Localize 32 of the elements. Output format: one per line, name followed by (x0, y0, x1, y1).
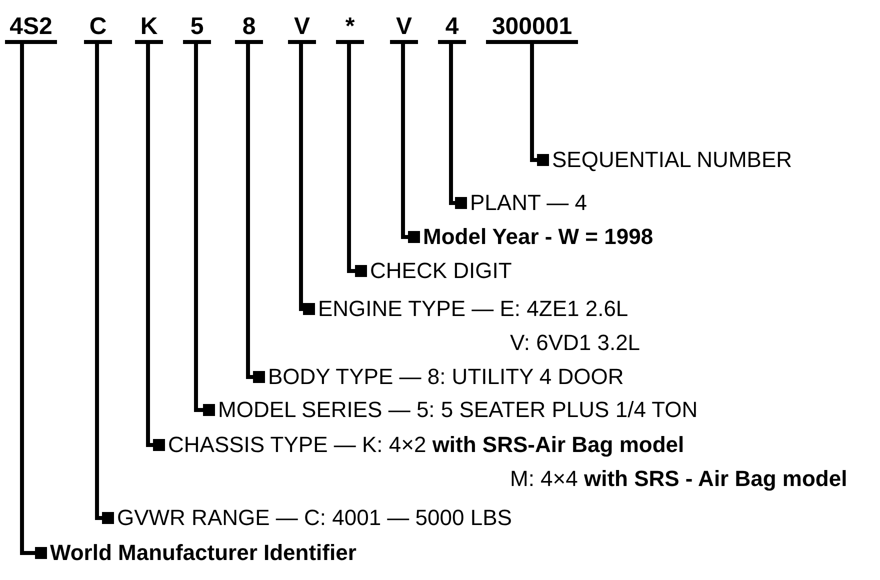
vin-character: C (84, 14, 112, 44)
description-text: World Manufacturer Identifier (50, 539, 356, 567)
description-text: GVWR RANGE — C: 4001 — 5000 LBS (117, 504, 512, 532)
description-text: CHASSIS TYPE — K: 4×2 with SRS-Air Bag model (168, 431, 684, 459)
leader-line (95, 44, 114, 524)
vin-character: 5 (183, 14, 211, 44)
leader-line (299, 44, 315, 315)
leader-line (20, 44, 47, 559)
vin-character: V (288, 14, 316, 44)
description-text: Model Year - W = 1998 (423, 223, 654, 251)
leader-line (401, 44, 420, 243)
description-text: SEQUENTIAL NUMBER (552, 146, 792, 174)
leader-line (246, 44, 265, 383)
leader-line (194, 44, 215, 416)
description-text: MODEL SERIES — 5: 5 SEATER PLUS 1/4 TON (218, 396, 698, 424)
description-text: ENGINE TYPE — E: 4ZE1 2.6L (318, 295, 628, 323)
description-text: V: 6VD1 3.2L (510, 329, 640, 357)
vin-character: 300001 (486, 14, 578, 44)
vin-character: 4 (438, 14, 466, 44)
description-text: PLANT — 4 (470, 189, 587, 217)
vin-character: * (336, 14, 364, 44)
leader-line (449, 44, 467, 209)
vin-character: 4S2 (5, 14, 57, 44)
leader-line (530, 44, 549, 166)
vin-character: K (135, 14, 163, 44)
vin-character: V (390, 14, 418, 44)
leader-line (347, 44, 367, 277)
leader-line (146, 44, 165, 451)
description-text: CHECK DIGIT (370, 257, 512, 285)
vin-character: 8 (235, 14, 263, 44)
description-text: M: 4×4 with SRS - Air Bag model (510, 465, 848, 493)
description-text: BODY TYPE — 8: UTILITY 4 DOOR (268, 363, 624, 391)
